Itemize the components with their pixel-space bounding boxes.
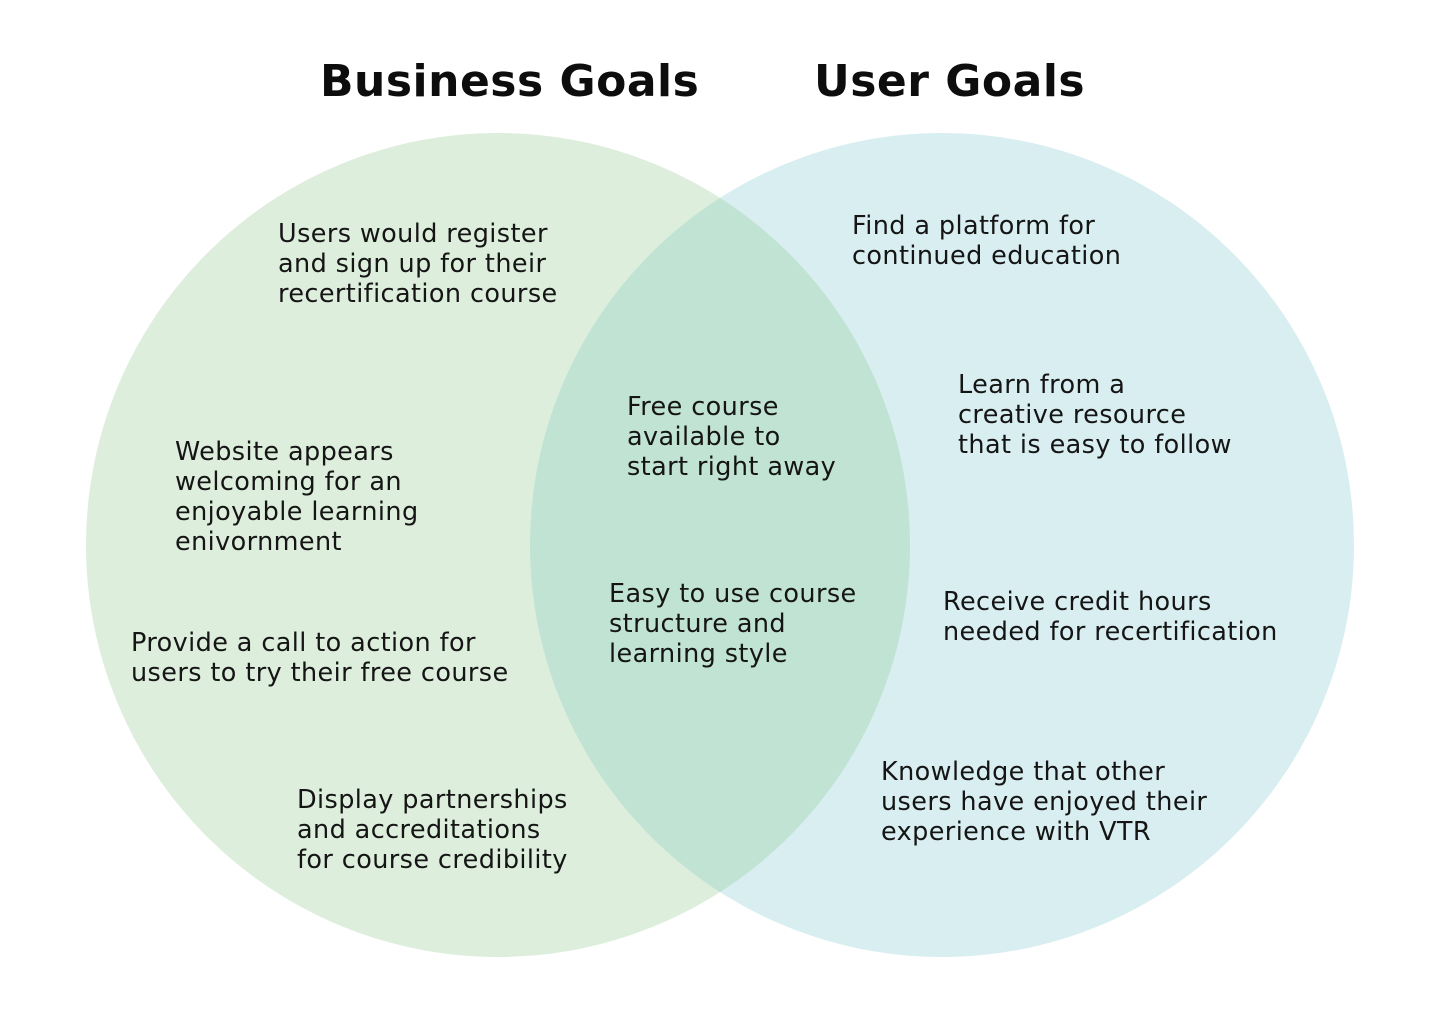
user-goal-testimonials: Knowledge that other users have enjoyed … xyxy=(881,757,1208,847)
business-goal-welcoming-website: Website appears welcoming for an enjoyab… xyxy=(175,437,419,557)
business-goals-heading: Business Goals xyxy=(320,56,700,107)
business-goal-register: Users would register and sign up for the… xyxy=(278,219,558,309)
business-goal-call-to-action: Provide a call to action for users to tr… xyxy=(131,628,509,688)
user-goal-credit-hours: Receive credit hours needed for recertif… xyxy=(943,587,1278,647)
shared-goal-easy-structure: Easy to use course structure and learnin… xyxy=(609,579,857,669)
user-goals-heading: User Goals xyxy=(814,56,1086,107)
business-goal-partnerships: Display partnerships and accreditations … xyxy=(297,785,568,875)
user-goal-platform: Find a platform for continued education xyxy=(852,211,1122,271)
overlap-region xyxy=(530,133,910,957)
user-goal-creative-resource: Learn from a creative resource that is e… xyxy=(958,370,1232,460)
shared-goal-free-course: Free course available to start right awa… xyxy=(627,392,837,482)
